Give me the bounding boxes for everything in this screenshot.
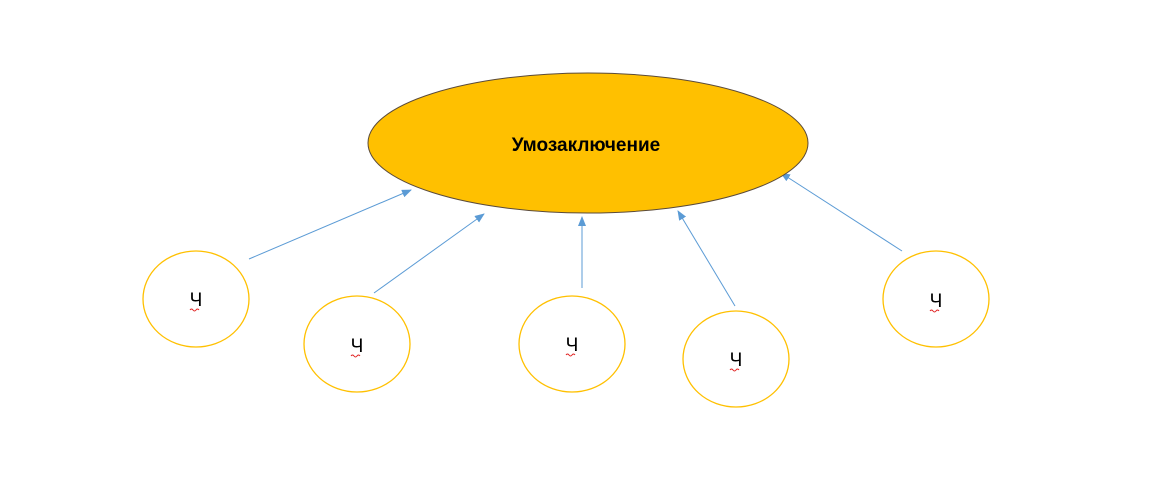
premise-label: Ч — [930, 291, 943, 312]
premise-label: Ч — [566, 335, 579, 356]
premise-label: Ч — [730, 350, 743, 371]
premise-circle — [142, 250, 250, 348]
arrow-1 — [248, 189, 412, 260]
premise-circle — [682, 310, 790, 408]
premise-node: Ч — [142, 250, 250, 348]
premise-label: Ч — [190, 290, 203, 311]
premise-node: Ч — [882, 250, 990, 348]
premise-node: Ч — [303, 295, 411, 393]
premise-node: Ч — [518, 295, 626, 393]
central-node: Умозаключение — [367, 72, 809, 214]
central-label: Умозаключение — [512, 135, 660, 156]
spellcheck-underline — [565, 353, 576, 357]
arrow-2 — [373, 213, 485, 294]
arrow-5 — [780, 172, 903, 252]
arrow-4 — [677, 210, 736, 307]
central-ellipse — [367, 72, 809, 214]
spellcheck-underline — [729, 368, 740, 372]
premise-circle — [518, 295, 626, 393]
arrows — [248, 172, 903, 307]
premise-node: Ч — [682, 310, 790, 408]
spellcheck-underline — [929, 309, 940, 313]
premise-circle — [882, 250, 990, 348]
spellcheck-underline — [350, 354, 361, 358]
premise-label: Ч — [351, 336, 364, 357]
spellcheck-underline — [189, 308, 200, 312]
premise-circle — [303, 295, 411, 393]
